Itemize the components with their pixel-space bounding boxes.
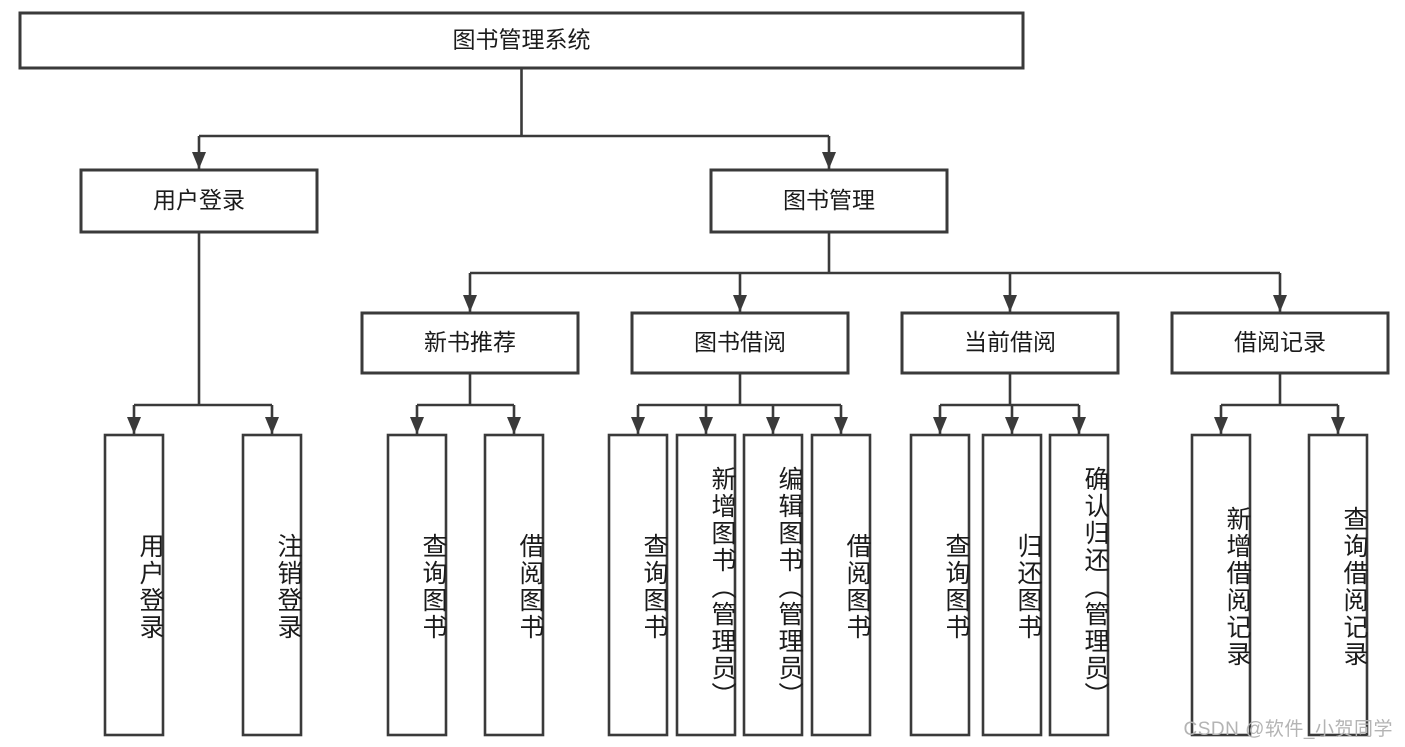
node-border-leaf-borrow-book-2 [810, 433, 872, 737]
arrow-head-leaf-leaf-query-borrow-record [1331, 417, 1345, 434]
arrow-head-l2-borrow-record [1273, 295, 1287, 312]
node-label-current-borrow: 当前借阅 [964, 329, 1056, 355]
arrow-head-l1-user-login [192, 152, 206, 169]
node-border-current-borrow [900, 311, 1120, 375]
node-label-root: 图书管理系统 [453, 27, 591, 53]
arrow-head-l2-new-book-recommend [463, 295, 477, 312]
node-leaf-add-borrow-record[interactable] [1190, 433, 1252, 737]
node-leaf-confirm-return-admin[interactable] [1048, 433, 1110, 737]
node-border-book-borrow [630, 311, 850, 375]
node-border-leaf-query-borrow-record [1307, 433, 1369, 737]
node-leaf-user-login[interactable] [103, 433, 165, 737]
node-border-leaf-add-book-admin [675, 433, 737, 737]
arrow-head-leaf-leaf-return-book [1005, 417, 1019, 434]
node-root[interactable]: 图书管理系统 [18, 11, 1025, 70]
arrow-head-leaf-leaf-query-book-1 [410, 417, 424, 434]
node-border-new-book-recommend [360, 311, 580, 375]
node-book-manage[interactable]: 图书管理 [709, 168, 949, 234]
node-leaf-logout-login[interactable] [241, 433, 303, 737]
node-border-leaf-query-book-3 [909, 433, 971, 737]
node-book-borrow[interactable]: 图书借阅 [630, 311, 850, 375]
node-border-borrow-record [1170, 311, 1390, 375]
arrow-head-leaf-leaf-add-borrow-record [1214, 417, 1228, 434]
arrow-head-leaf-leaf-borrow-book-1 [507, 417, 521, 434]
arrow-head-leaf-leaf-logout-login [265, 417, 279, 434]
arrow-head-leaf-leaf-edit-book-admin [766, 417, 780, 434]
node-border-book-manage [709, 168, 949, 234]
node-border-leaf-logout-login [241, 433, 303, 737]
arrow-head-leaf-leaf-query-book-3 [933, 417, 947, 434]
arrow-head-leaf-leaf-user-login [127, 417, 141, 434]
arrow-head-l2-current-borrow [1003, 295, 1017, 312]
arrow-head-leaf-leaf-query-book-2 [631, 417, 645, 434]
node-leaf-query-book-2[interactable] [607, 433, 669, 737]
node-label-book-borrow: 图书借阅 [694, 329, 786, 355]
node-user-login[interactable]: 用户登录 [79, 168, 319, 234]
node-new-book-recommend[interactable]: 新书推荐 [360, 311, 580, 375]
node-leaf-query-borrow-record[interactable] [1307, 433, 1369, 737]
node-label-new-book-recommend: 新书推荐 [424, 329, 516, 355]
node-leaf-query-book-1[interactable] [386, 433, 448, 737]
node-label-user-login: 用户登录 [153, 187, 245, 213]
node-border-leaf-user-login [103, 433, 165, 737]
arrow-head-l1-book-manage [822, 152, 836, 169]
node-border-leaf-return-book [981, 433, 1043, 737]
arrow-head-leaf-leaf-confirm-return-admin [1072, 417, 1086, 434]
node-border-user-login [79, 168, 319, 234]
arrow-head-l2-book-borrow [733, 295, 747, 312]
csdn-watermark: CSDN @软件_小贺同学 [1183, 719, 1393, 740]
node-leaf-return-book[interactable] [981, 433, 1043, 737]
node-border-leaf-edit-book-admin [742, 433, 804, 737]
node-leaf-borrow-book-2[interactable] [810, 433, 872, 737]
node-border-leaf-query-book-2 [607, 433, 669, 737]
node-label-book-manage: 图书管理 [783, 187, 875, 213]
arrow-head-leaf-leaf-borrow-book-2 [834, 417, 848, 434]
node-leaf-edit-book-admin[interactable] [742, 433, 804, 737]
node-current-borrow[interactable]: 当前借阅 [900, 311, 1120, 375]
node-border-leaf-confirm-return-admin [1048, 433, 1110, 737]
node-border-leaf-add-borrow-record [1190, 433, 1252, 737]
node-leaf-borrow-book-1[interactable] [483, 433, 545, 737]
node-leaf-query-book-3[interactable] [909, 433, 971, 737]
node-leaf-add-book-admin[interactable] [675, 433, 737, 737]
node-border-leaf-query-book-1 [386, 433, 448, 737]
node-label-borrow-record: 借阅记录 [1234, 329, 1326, 355]
node-border-root [18, 11, 1025, 70]
node-borrow-record[interactable]: 借阅记录 [1170, 311, 1390, 375]
connector-layer [127, 68, 1345, 434]
node-border-leaf-borrow-book-1 [483, 433, 545, 737]
arrow-head-leaf-leaf-add-book-admin [699, 417, 713, 434]
